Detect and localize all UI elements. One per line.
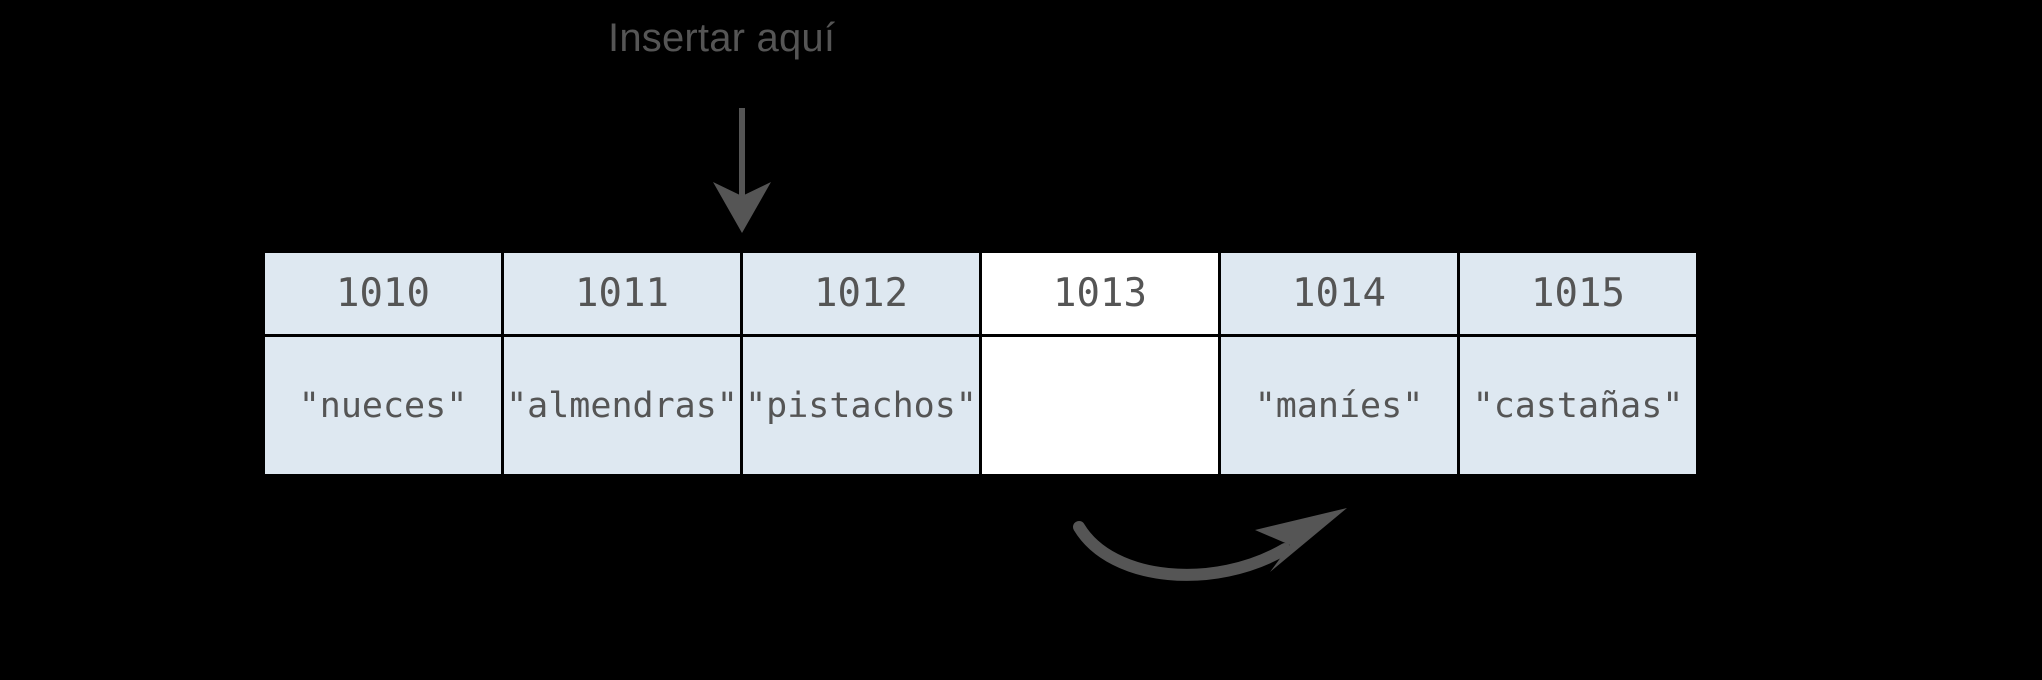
array-value-cell-4[interactable]: "maníes" [1218, 334, 1460, 477]
insert-here-label: Insertar aquí [608, 16, 836, 60]
array-value-row: "nueces" "almendras" "pistachos" "maníes… [262, 334, 1699, 477]
array-index-cell-4[interactable]: 1014 [1218, 250, 1460, 337]
array-value-cell-0[interactable]: "nueces" [262, 334, 504, 477]
array-index-cell-2[interactable]: 1012 [740, 250, 982, 337]
array-index-cell-0[interactable]: 1010 [262, 250, 504, 337]
shift-arrow-shaft [1073, 521, 1291, 581]
array-table: 1010 1011 1012 1013 1014 1015 "nueces" "… [262, 250, 1699, 477]
insert-arrow-head [713, 182, 771, 233]
array-index-cell-1[interactable]: 1011 [501, 250, 743, 337]
array-value-cell-5[interactable]: "castañas" [1457, 334, 1699, 477]
insert-position-arrow [713, 108, 771, 233]
array-value-cell-2[interactable]: "pistachos" [740, 334, 982, 477]
array-index-row: 1010 1011 1012 1013 1014 1015 [262, 250, 1699, 337]
shift-arrow-head [1255, 508, 1347, 572]
array-index-cell-5[interactable]: 1015 [1457, 250, 1699, 337]
array-value-cell-3[interactable] [979, 334, 1221, 477]
array-index-cell-3[interactable]: 1013 [979, 250, 1221, 337]
shift-right-arrow [1073, 508, 1347, 581]
array-value-cell-1[interactable]: "almendras" [501, 334, 743, 477]
